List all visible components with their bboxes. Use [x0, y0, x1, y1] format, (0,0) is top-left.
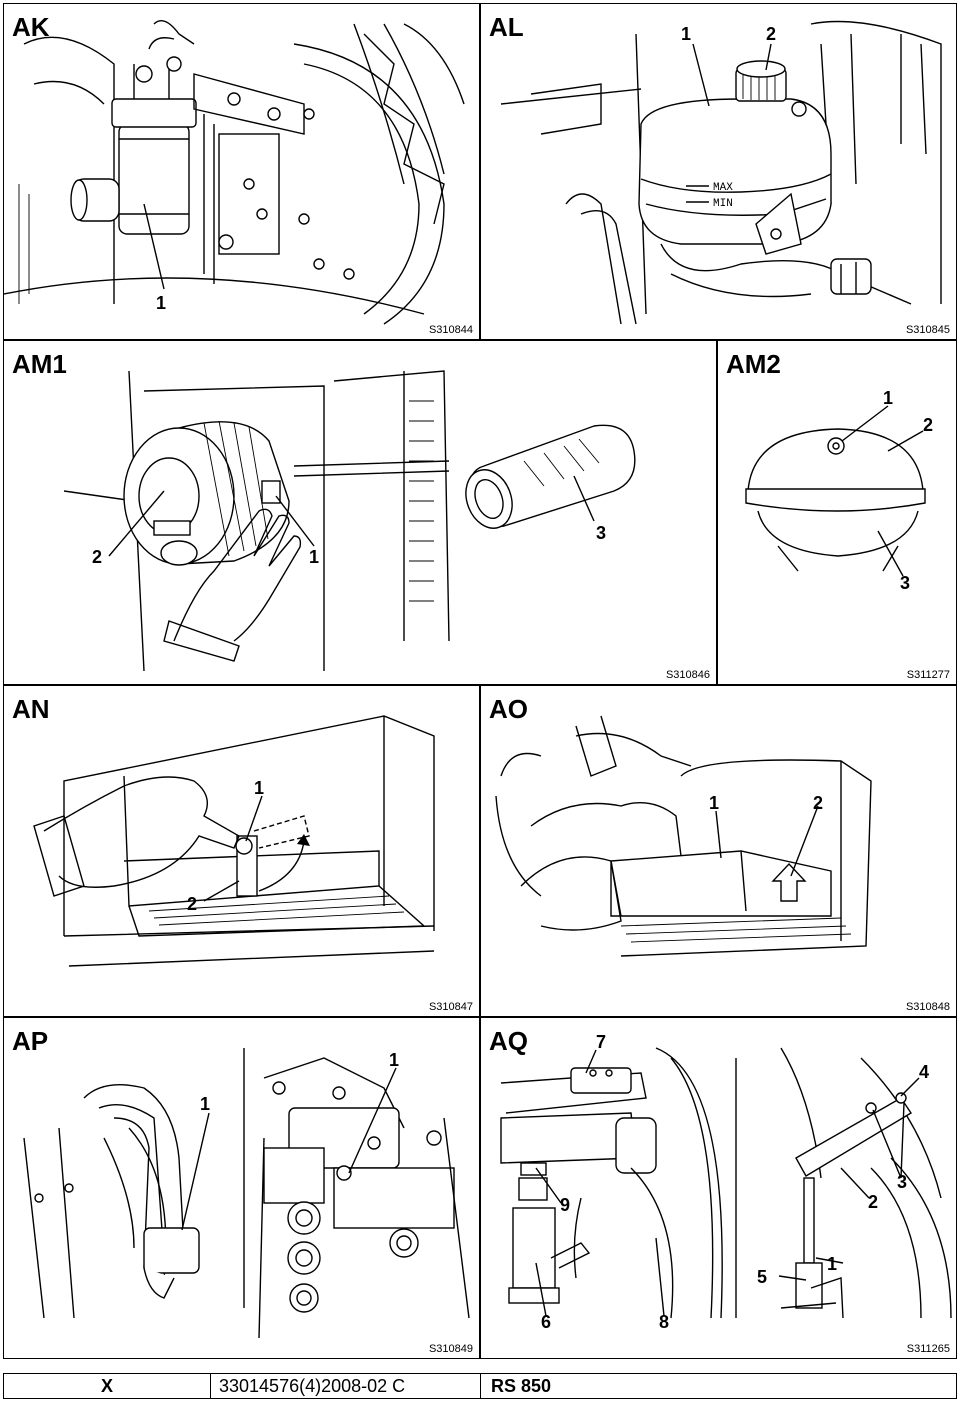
panel-aq: 7 9 6 8 4 3 2 5 1 AQ S311265 [480, 1017, 957, 1359]
figure-code-am2: S311277 [906, 669, 950, 681]
callout-2: 2 [92, 547, 102, 567]
panel-label-am2: AM2 [726, 349, 781, 379]
cover-latch-illustration: 1 2 [33, 715, 435, 967]
panel-an: 1 2 AN S310847 [3, 685, 480, 1017]
callout-5: 5 [757, 1267, 767, 1287]
figure-code-an: S310847 [428, 1001, 473, 1013]
hydraulic-pump-illustration: 1 1 [23, 1048, 470, 1339]
callout-2: 2 [868, 1192, 878, 1212]
panel-label-am1: AM1 [12, 349, 67, 379]
figure-code-ao: S310848 [905, 1001, 950, 1013]
callout-1-overview: 1 [200, 1094, 210, 1114]
panel-am1: 2 1 3 AM1 S310846 [3, 340, 717, 685]
air-cap-illustration: 1 2 3 [745, 388, 933, 593]
panel-label-ap: AP [12, 1026, 49, 1056]
panel-ak: 1 AK S310844 [3, 3, 480, 340]
callout-3: 3 [900, 573, 910, 593]
callout-7: 7 [596, 1032, 606, 1052]
callout-2: 2 [766, 24, 776, 44]
callout-2: 2 [813, 793, 823, 813]
callout-4: 4 [919, 1062, 929, 1082]
panel-ao: 1 2 AO S310848 [480, 685, 957, 1017]
callout-9: 9 [560, 1195, 570, 1215]
panel-label-ao: AO [489, 694, 528, 724]
callout-2: 2 [187, 894, 197, 914]
footer-section: X [4, 1374, 211, 1398]
figure-code-aq: S311265 [906, 1343, 950, 1355]
callout-1-closeup: 1 [389, 1050, 399, 1070]
filter-illustration: 1 [4, 20, 465, 325]
panel-label-an: AN [12, 694, 50, 724]
callout-3: 3 [596, 523, 606, 543]
figure-code-ap: S310849 [428, 1343, 473, 1355]
model-name: RS 850 [491, 1375, 552, 1396]
figure-code-ak: S310844 [428, 324, 473, 336]
panel-am2: 1 2 3 AM2 S311277 [717, 340, 957, 685]
panel-label-ak: AK [12, 12, 50, 42]
callout-6: 6 [541, 1312, 551, 1332]
callout-8: 8 [659, 1312, 669, 1332]
cover-open-illustration: 1 2 [495, 715, 872, 957]
callout-1: 1 [309, 547, 319, 567]
panel-label-al: AL [489, 12, 524, 42]
min-mark: MIN [713, 198, 733, 210]
max-mark: MAX [713, 182, 733, 194]
document-number: 33014576(4)2008-02 C [219, 1375, 406, 1396]
callout-1: 1 [254, 778, 264, 798]
callout-1: 1 [681, 24, 691, 44]
callout-1: 1 [156, 293, 166, 313]
figure-code-am1: S310846 [665, 669, 710, 681]
page-footer: X 33014576(4)2008-02 C RS 850 [3, 1373, 957, 1399]
panel-label-aq: AQ [489, 1026, 528, 1056]
footer-model: RS 850 [481, 1374, 956, 1398]
footer-document: 33014576(4)2008-02 C [211, 1374, 481, 1398]
air-filter-illustration: 2 1 3 [63, 370, 636, 672]
callout-1: 1 [709, 793, 719, 813]
callout-1: 1 [827, 1254, 837, 1274]
figure-code-al: S310845 [905, 324, 950, 336]
panel-ap: 1 1 AP S310849 [3, 1017, 480, 1359]
callout-2: 2 [923, 415, 933, 435]
axle-jack-illustration: 7 9 6 8 4 3 2 5 1 [500, 1032, 952, 1332]
callout-1: 1 [883, 388, 893, 408]
callout-3: 3 [897, 1172, 907, 1192]
section-letter: X [100, 1375, 113, 1396]
panel-al: MAX MIN 1 2 AL S310845 [480, 3, 957, 340]
coolant-tank-illustration: MAX MIN 1 2 [500, 20, 942, 325]
